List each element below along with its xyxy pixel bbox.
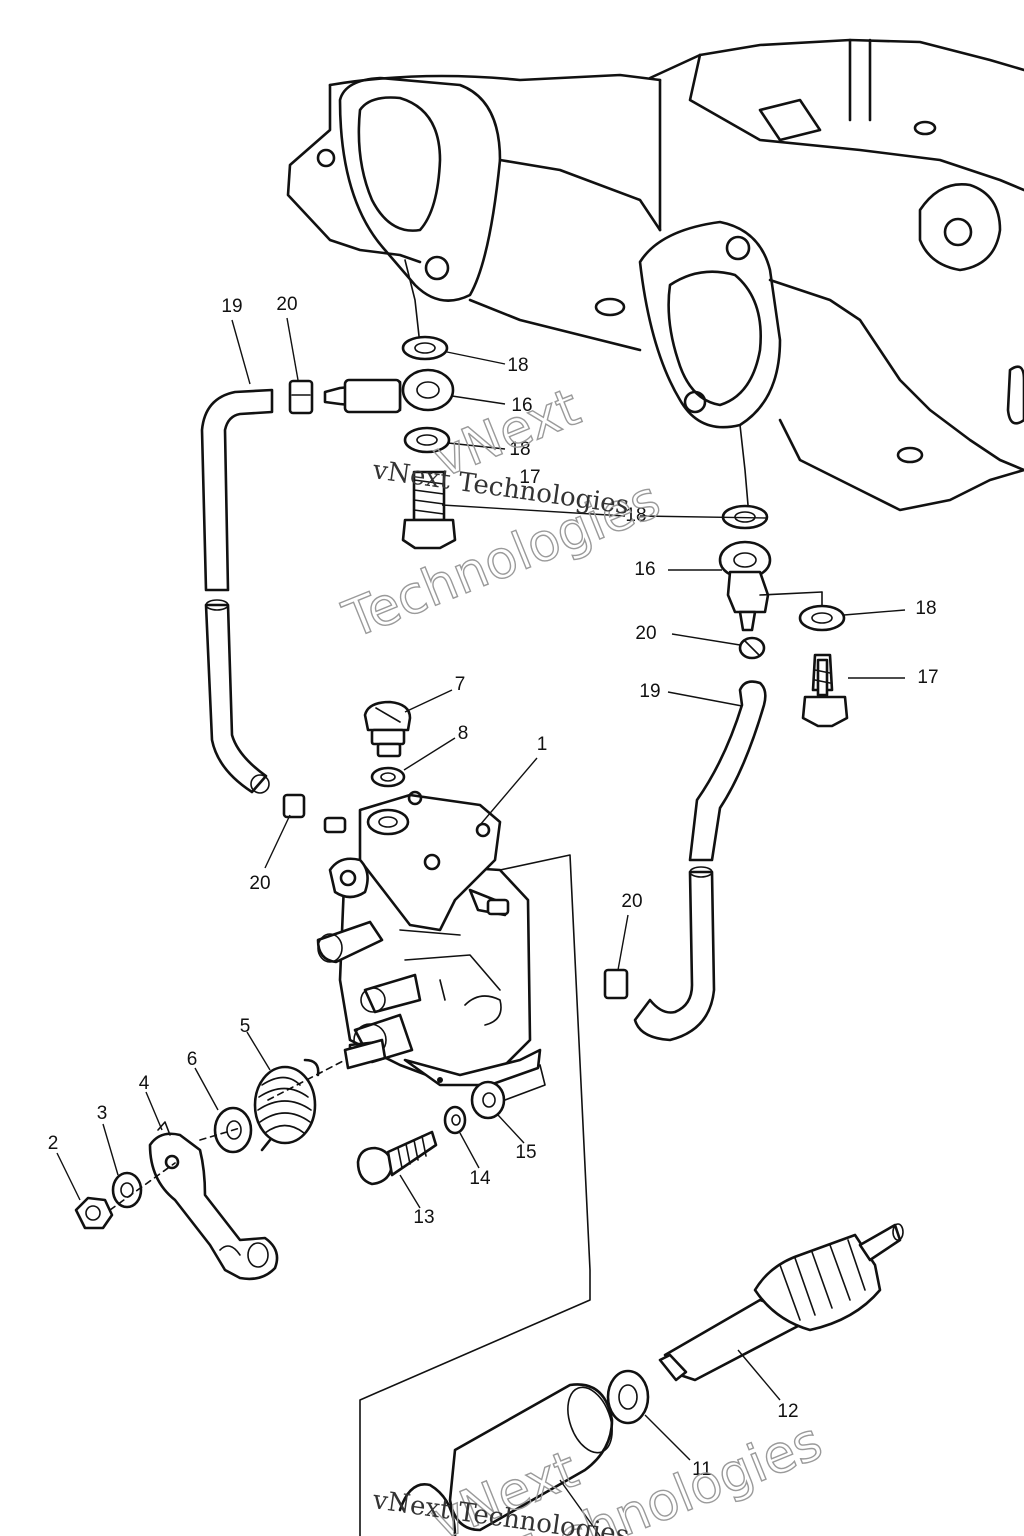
callout-20: 20 (276, 294, 297, 315)
spring-5 (253, 1038, 387, 1152)
lever-arm-4 (148, 1121, 279, 1281)
callout-20: 20 (249, 873, 270, 894)
washer-15 (470, 1080, 506, 1120)
washer-14 (443, 1105, 467, 1135)
hose-19-right (633, 680, 767, 1042)
washer-11 (606, 1369, 650, 1425)
callout-2: 2 (48, 1133, 59, 1154)
washer-3 (111, 1171, 143, 1209)
callout-1: 1 (537, 734, 548, 755)
screw-13 (356, 1130, 438, 1186)
washer-8 (370, 766, 406, 788)
callout-20: 20 (635, 623, 656, 644)
banjo-bolt-7 (363, 700, 412, 758)
sleeve-cylinder (448, 1383, 614, 1532)
callout-19: 19 (221, 296, 242, 317)
oil-pump-body (316, 790, 542, 1087)
callout-labels: 19 20 18 16 18 17 18 16 18 20 17 19 7 8 … (48, 294, 939, 1480)
callout-18: 18 (915, 598, 936, 619)
hose-clamp-20-upper (288, 379, 314, 415)
hose-clamps-20-pump (282, 793, 629, 1000)
callout-16: 16 (634, 559, 655, 580)
callout-11: 11 (692, 1459, 712, 1480)
callout-12: 12 (777, 1401, 798, 1422)
engine-housing (286, 38, 1024, 512)
callout-15: 15 (515, 1142, 536, 1163)
callout-14: 14 (469, 1168, 491, 1189)
callout-4: 4 (139, 1073, 150, 1094)
callout-5: 5 (240, 1016, 251, 1037)
callout-18: 18 (507, 355, 528, 376)
drive-gear-shaft-12 (658, 1223, 904, 1382)
callout-17: 17 (917, 667, 938, 688)
banjo-bolt-16-right (718, 504, 849, 728)
callout-18: 18 (625, 505, 646, 526)
leader-lines (56, 317, 906, 1536)
callout-17: 17 (519, 467, 540, 488)
callout-16: 16 (511, 395, 532, 416)
callout-6: 6 (187, 1049, 198, 1070)
callout-7: 7 (455, 674, 466, 695)
callout-13: 13 (413, 1207, 434, 1228)
axis-lines-left (109, 1059, 346, 1211)
callout-20: 20 (621, 891, 642, 912)
callout-19: 19 (639, 681, 660, 702)
circlip-bottom (398, 1483, 457, 1536)
hose-19-left (200, 388, 274, 794)
callout-18: 18 (509, 439, 530, 460)
grouping-bracket (359, 854, 591, 1536)
callout-8: 8 (458, 723, 469, 744)
nut-2 (74, 1196, 114, 1230)
banjo-bolt-16-upper (323, 335, 457, 550)
watermark-top: vNext Technologies vNext Technologies (334, 377, 669, 652)
callout-3: 3 (97, 1103, 108, 1124)
